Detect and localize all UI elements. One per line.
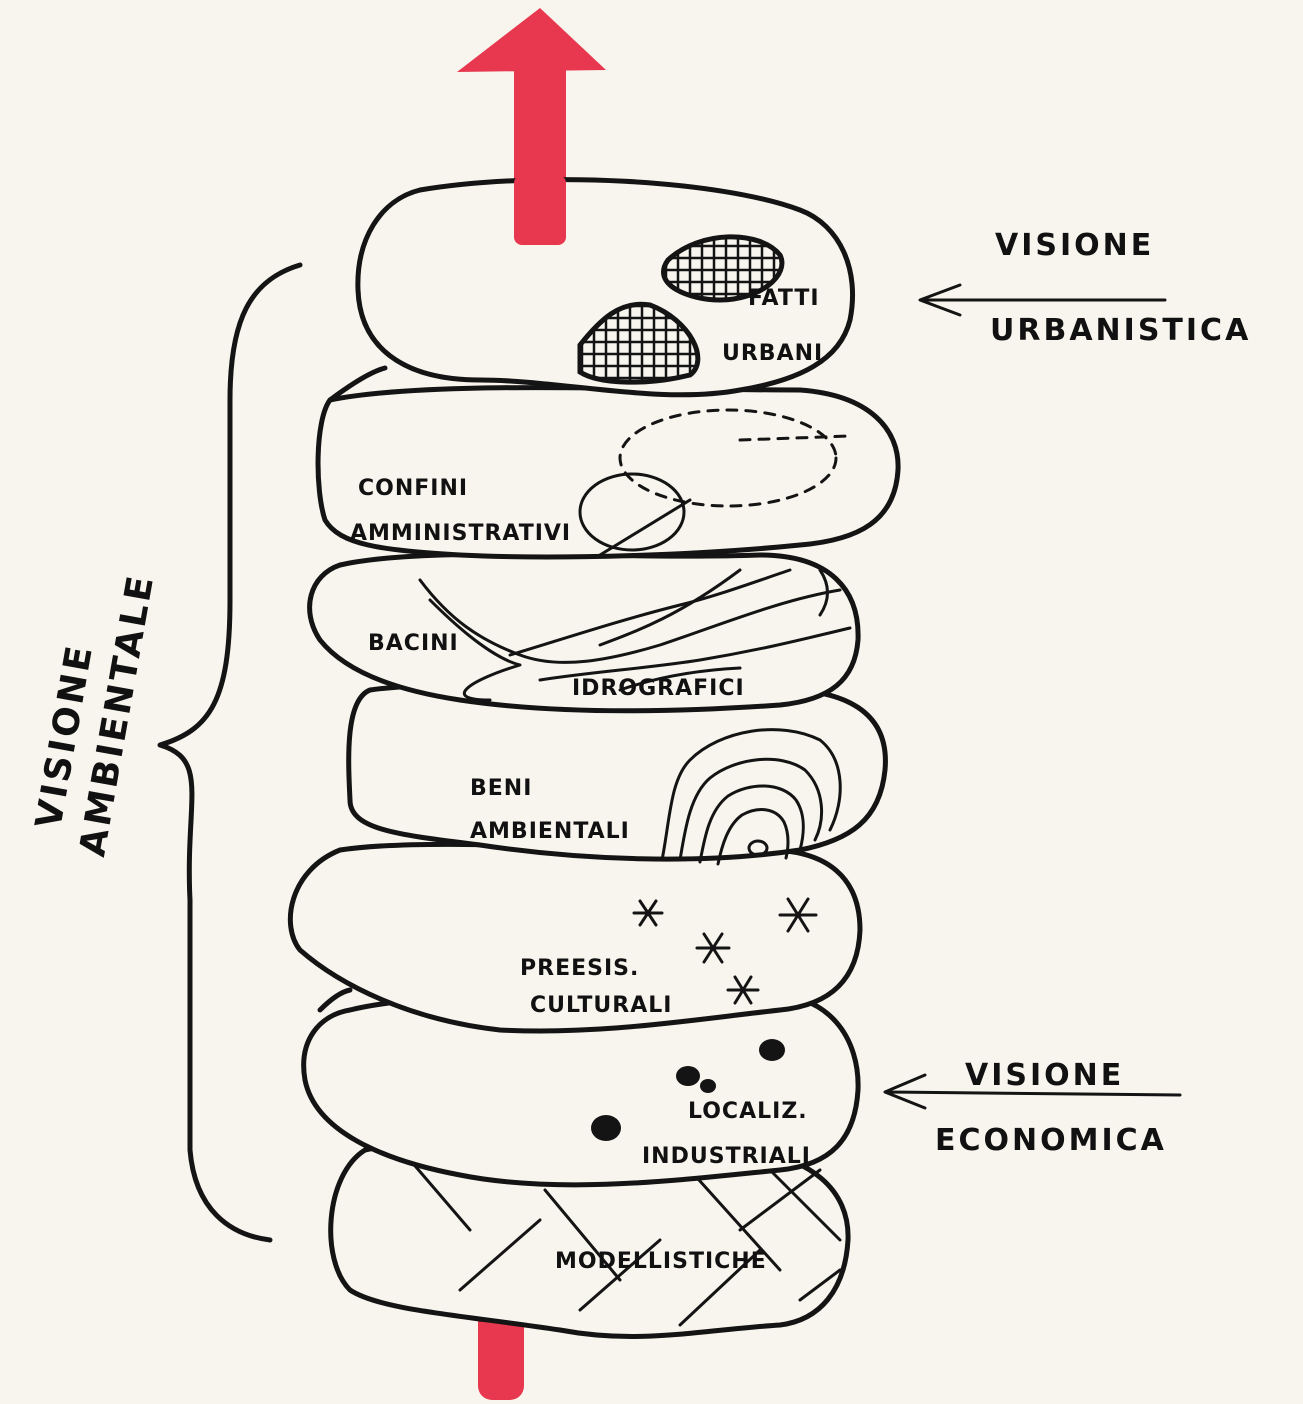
layer-label-amministrativi: AMMINISTRATIVI bbox=[350, 521, 571, 546]
layer-label-beni: BENI bbox=[470, 776, 532, 801]
layer-fatti-urbani: FATTI URBANI bbox=[358, 175, 853, 395]
side-label-urbanistica: VISIONE URBANISTICA bbox=[920, 228, 1251, 348]
svg-text:URBANISTICA: URBANISTICA bbox=[990, 313, 1251, 348]
svg-text:VISIONE: VISIONE bbox=[965, 1058, 1124, 1093]
dot-icon bbox=[591, 1115, 621, 1141]
layer-confini-amministrativi: CONFINI AMMINISTRATIVI bbox=[318, 368, 898, 557]
layer-label-preesis: PREESIS. bbox=[520, 956, 639, 981]
layer-label-ambientali: AMBIENTALI bbox=[470, 819, 630, 844]
svg-text:VISIONE: VISIONE bbox=[995, 228, 1154, 263]
arrow-head-up bbox=[457, 8, 606, 72]
side-label-ambientale: VISIONE AMBIENTALE bbox=[25, 562, 162, 860]
curly-brace bbox=[160, 265, 300, 1240]
layer-label-fatti: FATTI bbox=[748, 286, 820, 311]
dot-icon bbox=[700, 1079, 716, 1093]
layer-label-industriali: INDUSTRIALI bbox=[642, 1144, 811, 1169]
layer-label-modellistiche: MODELLISTICHE bbox=[555, 1249, 767, 1274]
layer-label-idrografici: IDROGRAFICI bbox=[572, 676, 745, 701]
side-label-economica: VISIONE ECONOMICA bbox=[885, 1058, 1180, 1158]
dot-icon bbox=[759, 1039, 785, 1061]
arrow-left-icon bbox=[920, 285, 1165, 315]
edge-stroke bbox=[320, 990, 350, 1010]
layer-label-bacini: BACINI bbox=[368, 631, 459, 656]
layer-label-confini: CONFINI bbox=[358, 476, 468, 501]
axis-through-top bbox=[514, 175, 566, 245]
layer-label-localiz: LOCALIZ. bbox=[688, 1099, 808, 1124]
dot-icon bbox=[676, 1066, 700, 1086]
layer-label-urbani: URBANI bbox=[722, 341, 823, 366]
layer-label-culturali: CULTURALI bbox=[530, 993, 672, 1018]
svg-text:ECONOMICA: ECONOMICA bbox=[935, 1123, 1167, 1158]
